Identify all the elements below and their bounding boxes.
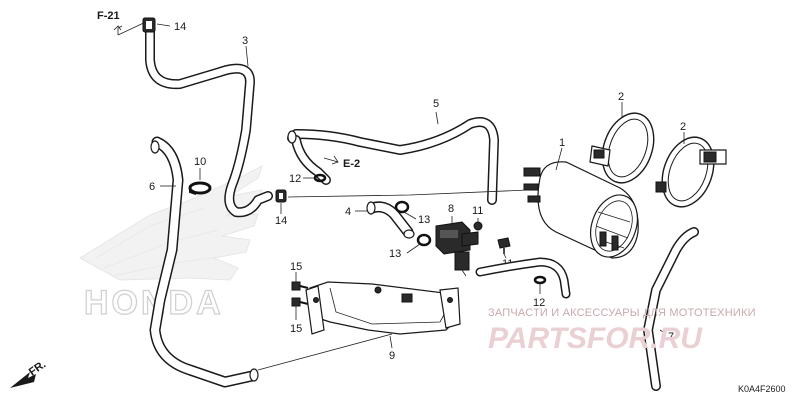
callout-12-lower: 12 xyxy=(533,297,545,309)
bolt-11-upper xyxy=(473,221,483,231)
callout-13-upper: 13 xyxy=(418,214,430,226)
leader-1 xyxy=(555,147,563,171)
callout-5: 5 xyxy=(433,98,439,110)
callout-14-mid: 14 xyxy=(275,215,287,227)
callout-11-upper: 11 xyxy=(472,205,483,217)
clamp-13-lower xyxy=(416,233,432,247)
leader-9-hose xyxy=(257,333,393,371)
ref-e2-arrow xyxy=(323,155,339,165)
bracket-9 xyxy=(305,281,461,335)
callout-15-upper: 15 xyxy=(290,261,302,273)
ref-e2: E-2 xyxy=(343,158,360,170)
callout-10: 10 xyxy=(194,156,206,168)
leader-to-canister xyxy=(287,189,529,198)
hose-valve-outlet xyxy=(475,257,571,299)
watermark-site: PARTSFOR.RU xyxy=(488,322,703,355)
ref-f21: F-21 xyxy=(97,10,120,22)
hose-7 xyxy=(643,227,699,391)
clamp-10 xyxy=(188,181,212,195)
band-2-left xyxy=(589,112,655,184)
clip-14-mid xyxy=(275,189,287,203)
callout-9: 9 xyxy=(389,350,395,362)
bolt-15-lower xyxy=(291,297,309,307)
ref-f21-arrow xyxy=(113,25,123,35)
band-2-right xyxy=(655,136,727,208)
clip-12-upper xyxy=(313,173,327,183)
solenoid-valve-8 xyxy=(435,221,479,277)
callout-13-lower: 13 xyxy=(389,248,401,260)
evap-canister-1 xyxy=(523,161,639,259)
watermark-tagline: ЗАПЧАСТИ И АКСЕССУАРЫ ДЛЯ МОТОТЕХНИКИ xyxy=(488,307,756,319)
leader-3 xyxy=(245,45,249,67)
callout-4: 4 xyxy=(345,206,351,218)
leader-7 xyxy=(659,329,667,335)
leader-13-lower xyxy=(406,243,421,254)
bolt-15-upper xyxy=(291,281,309,291)
hose-3 xyxy=(145,25,273,218)
callout-14-top: 14 xyxy=(174,21,186,33)
leader-9 xyxy=(389,335,393,349)
callout-12-upper: 12 xyxy=(289,173,301,185)
clip-14-top xyxy=(142,17,156,33)
front-arrow xyxy=(10,372,36,388)
hose-5 xyxy=(287,117,499,205)
hose-4 xyxy=(366,201,415,239)
callout-6: 6 xyxy=(149,181,155,193)
leader-13-upper xyxy=(403,211,417,220)
hose-6 xyxy=(149,136,259,388)
callout-2-left: 2 xyxy=(618,91,624,103)
clip-12-lower xyxy=(533,275,547,285)
clamp-13-upper xyxy=(394,200,410,214)
leader-11-lower xyxy=(503,253,507,259)
callout-7: 7 xyxy=(668,331,674,343)
callout-8: 8 xyxy=(448,203,454,215)
callout-3: 3 xyxy=(242,35,248,47)
leader-14-top xyxy=(156,23,171,27)
leader-5 xyxy=(435,111,439,125)
callout-15-lower: 15 xyxy=(290,323,302,335)
callout-2-right: 2 xyxy=(680,121,686,133)
bolt-11-lower xyxy=(497,237,511,254)
front-label: FR. xyxy=(27,358,48,378)
diagram-code: K0A4F2600 xyxy=(738,384,786,394)
callout-1: 1 xyxy=(559,137,565,149)
